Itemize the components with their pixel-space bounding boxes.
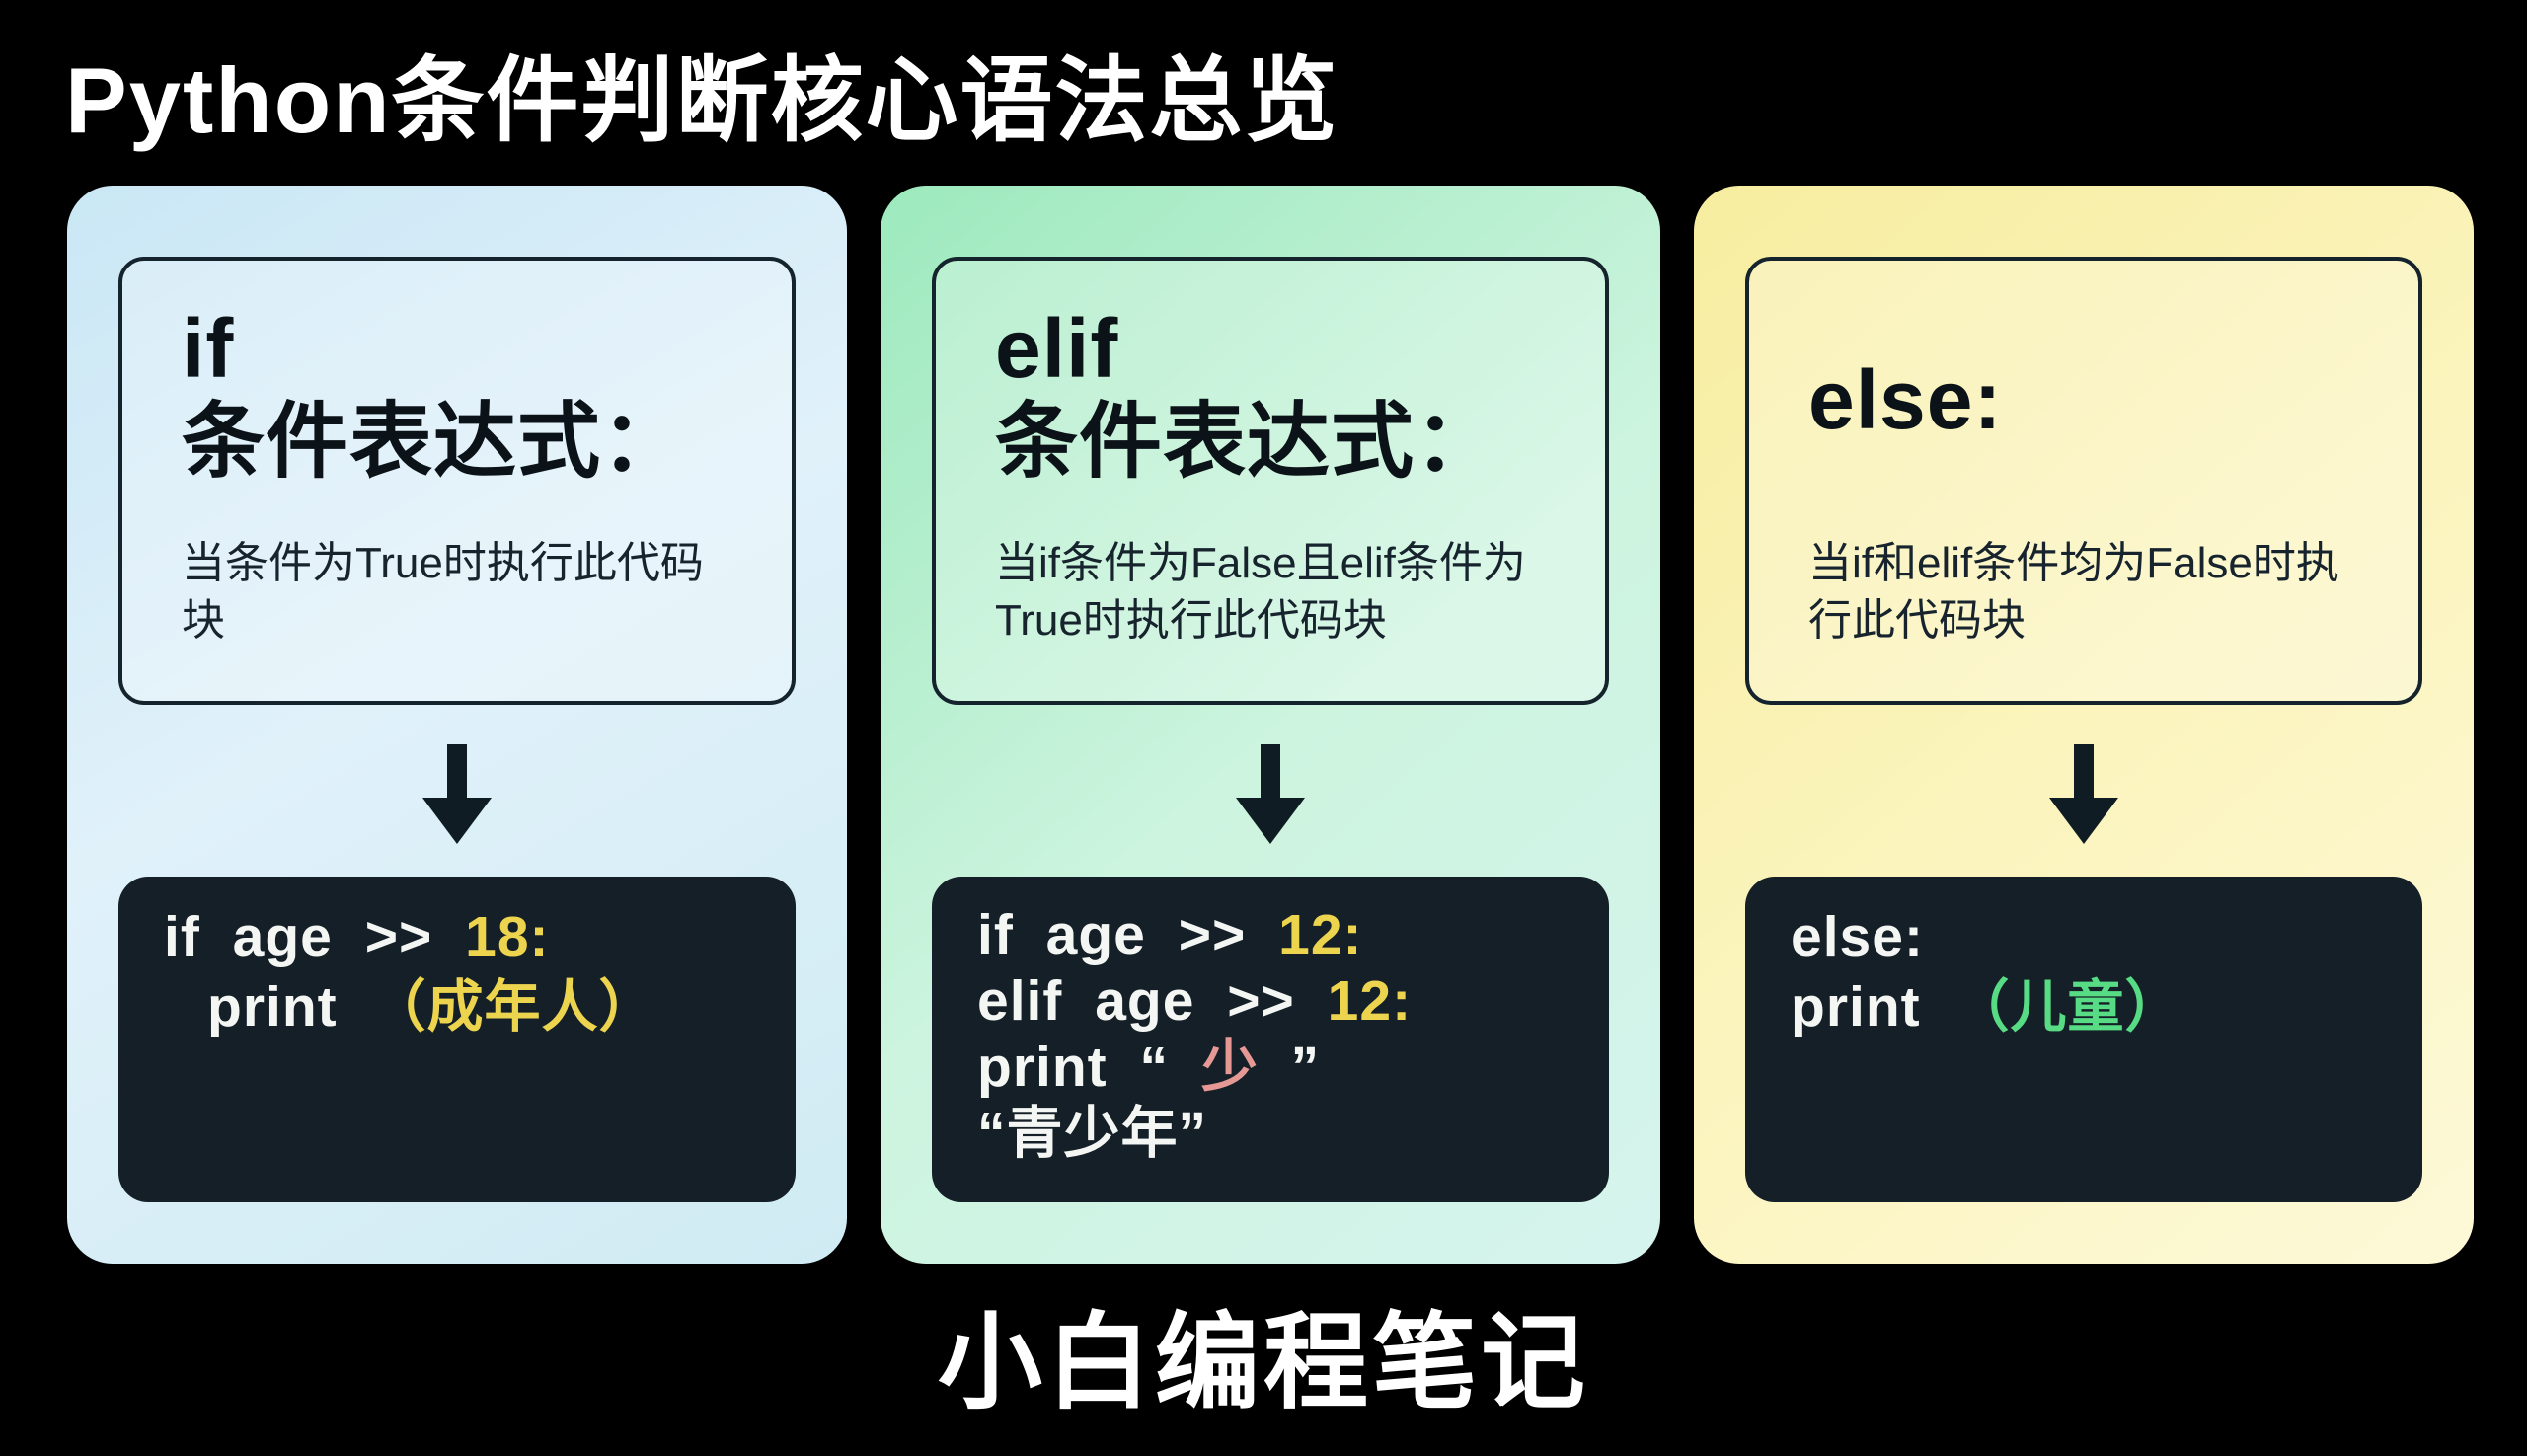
code-segment: 少	[1200, 1035, 1259, 1100]
arrow-head	[2049, 798, 2118, 845]
else-code-block: else: print （儿童）	[1745, 877, 2422, 1202]
code-segment: if age >>	[164, 905, 466, 969]
down-arrow-icon	[118, 744, 796, 845]
code-segment: else:	[1791, 905, 1924, 969]
code-segment: 18:	[465, 905, 550, 969]
code-segment: print	[1791, 975, 1953, 1039]
arrow-stem	[447, 744, 467, 799]
code-line: print （成年人）	[164, 972, 750, 1042]
page-title: Python条件判断核心语法总览	[65, 48, 1340, 152]
code-segment: （成年人）	[369, 975, 656, 1039]
code-segment: if age >>	[977, 903, 1279, 967]
code-line: print “ 少 ”	[977, 1035, 1564, 1101]
code-segment: print “	[977, 1035, 1201, 1100]
down-arrow-icon	[1745, 744, 2422, 845]
if-heading: if 条件表达式：	[182, 302, 732, 488]
if-heading-line-2: 条件表达式：	[182, 395, 686, 488]
footer-brand: 小白编程笔记	[938, 1305, 1589, 1421]
if-heading-line-1: if	[182, 302, 235, 395]
else-heading: else:	[1808, 353, 2359, 446]
elif-code-block: if age >> 12: elif age >> 12: print “ 少 …	[932, 877, 1609, 1202]
arrow-stem	[2074, 744, 2094, 799]
elif-info-box: elif 条件表达式： 当if条件为False且elif条件为True时执行此代…	[932, 257, 1609, 706]
code-line: elif age >> 12:	[977, 968, 1564, 1035]
code-segment: 12:	[1278, 903, 1363, 967]
elif-heading: elif 条件表达式：	[995, 302, 1546, 488]
if-description: 当条件为True时执行此代码块	[182, 539, 704, 645]
code-segment: ”	[1258, 1035, 1321, 1100]
cards-container: if 条件表达式： 当条件为True时执行此代码块 if age >> 18: …	[67, 186, 2474, 1264]
code-segment: （儿童）	[1953, 975, 2182, 1039]
code-line: “青少年”	[977, 1101, 1564, 1167]
card-elif: elif 条件表达式： 当if条件为False且elif条件为True时执行此代…	[881, 186, 1660, 1264]
else-heading-line-1: else:	[1808, 353, 2003, 446]
if-info-box: if 条件表达式： 当条件为True时执行此代码块	[118, 257, 796, 706]
else-info-box: else: 当if和elif条件均为False时执行此代码块	[1745, 257, 2422, 706]
code-line: else:	[1791, 902, 2377, 972]
code-segment: “青少年”	[977, 1102, 1207, 1166]
arrow-head	[422, 798, 492, 845]
card-else: else: 当if和elif条件均为False时执行此代码块 else: pri…	[1694, 186, 2474, 1264]
else-description: 当if和elif条件均为False时执行此代码块	[1808, 539, 2339, 645]
elif-heading-line-1: elif	[995, 302, 1119, 395]
down-arrow-icon	[932, 744, 1609, 845]
code-segment: elif age >>	[977, 969, 1328, 1034]
arrow-head	[1236, 798, 1305, 845]
arrow-stem	[1261, 744, 1280, 799]
elif-description: 当if条件为False且elif条件为True时执行此代码块	[995, 539, 1526, 645]
card-if: if 条件表达式： 当条件为True时执行此代码块 if age >> 18: …	[67, 186, 847, 1264]
elif-heading-line-2: 条件表达式：	[995, 395, 1499, 488]
code-line: if age >> 18:	[164, 902, 750, 972]
if-code-block: if age >> 18: print （成年人）	[118, 877, 796, 1202]
code-segment: 12:	[1327, 969, 1413, 1034]
code-line: print （儿童）	[1791, 972, 2377, 1042]
code-line: if age >> 12:	[977, 902, 1564, 968]
code-segment: print	[207, 975, 370, 1039]
